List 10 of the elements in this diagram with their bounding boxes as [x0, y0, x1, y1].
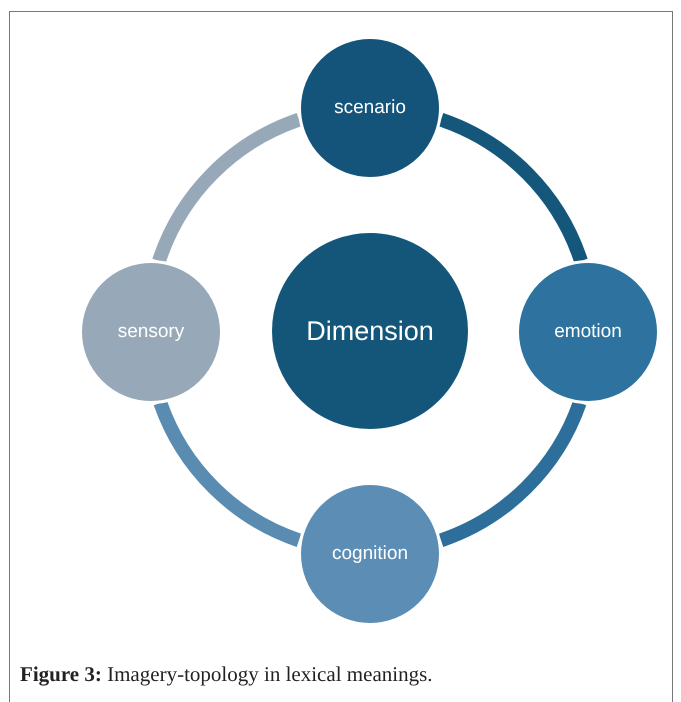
connector-arc — [438, 400, 586, 547]
connector-arc — [438, 113, 588, 264]
node-label: scenario — [334, 97, 406, 119]
node-label: cognition — [332, 543, 408, 565]
node-label: emotion — [554, 321, 622, 343]
node-label: sensory — [118, 321, 184, 343]
connector-arc — [152, 113, 302, 264]
node-label: Dimension — [306, 316, 434, 346]
figure-caption: Figure 3: Imagery-topology in lexical meanings. — [20, 662, 433, 687]
connector-arc — [154, 400, 302, 547]
